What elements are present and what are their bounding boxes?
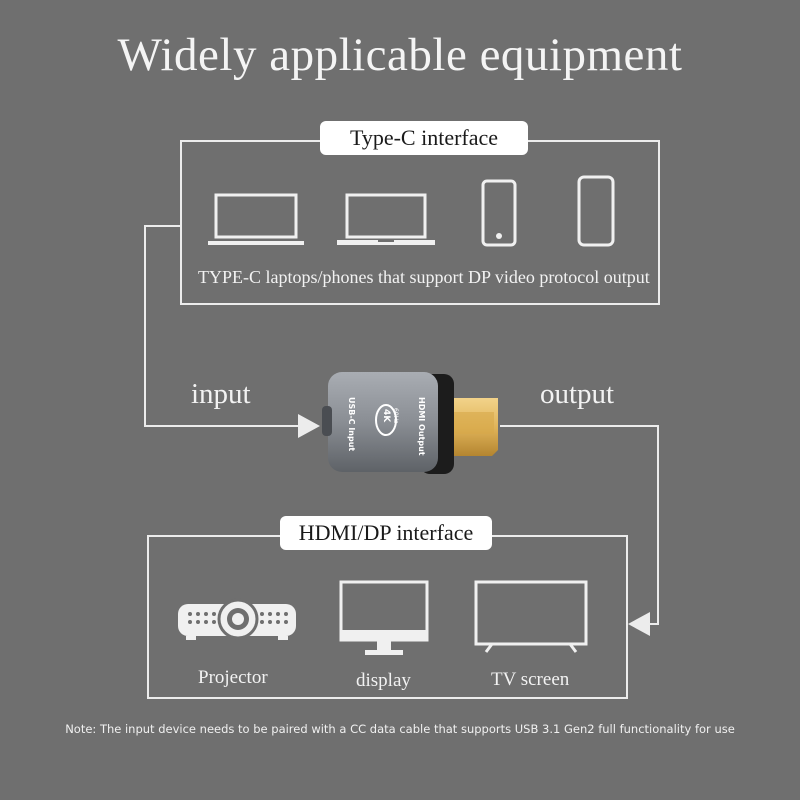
hdmi-dp-interface-label: HDMI/DP interface [280,516,492,550]
tv-icon [474,580,588,653]
compatibility-note: Note: The input device needs to be paire… [65,722,735,736]
laptop-icon [337,193,435,245]
output-label: output [540,378,615,410]
laptop-icon [208,193,304,245]
output-arrow-icon [628,612,650,636]
type-c-interface-label: Type-C interface [320,121,528,155]
input-arrow-icon [298,414,320,438]
page-title: Widely applicable equipment [117,29,683,81]
adapter-output-text: HDMI Output [417,397,426,456]
adapter-badge-main: 4K [381,409,391,423]
input-flow-line [144,225,300,427]
tv-screen-label: TV screen [491,669,570,690]
adapter-input-text: USB-C Input [347,397,356,452]
output-flow-line [500,425,659,625]
display-label: display [356,670,411,691]
adapter-badge-sub: 60Hz [392,408,399,424]
projector-icon [178,598,296,640]
monitor-icon [339,580,429,655]
projector-label: Projector [198,667,268,688]
tablet-icon [577,175,615,247]
phone-icon [481,179,517,247]
input-label: input [191,378,251,410]
usb-c-to-hdmi-adapter-icon [322,372,498,474]
type-c-caption: TYPE-C laptops/phones that support DP vi… [198,267,650,287]
